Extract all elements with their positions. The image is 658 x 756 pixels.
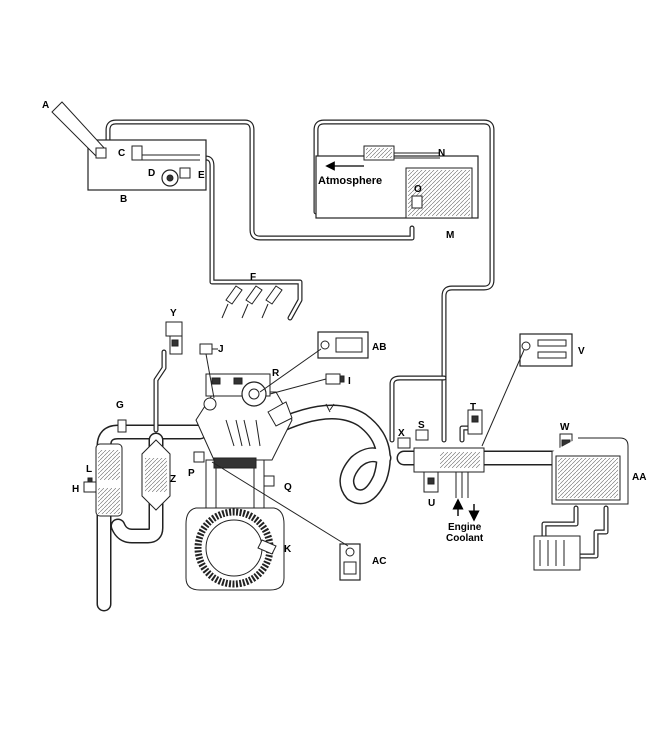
coolant-arrows: [452, 498, 480, 522]
engine-coolant-label-line2: Coolant: [446, 533, 484, 544]
muffler-l: [95, 443, 123, 517]
label-z: Z: [170, 474, 176, 485]
sensor-g: [117, 419, 127, 433]
label-p: P: [188, 468, 195, 479]
label-a: A: [42, 100, 49, 111]
label-d: D: [148, 168, 155, 179]
label-o: O: [414, 184, 422, 195]
catalytic-converter-z: [141, 439, 171, 511]
label-y: Y: [170, 308, 177, 319]
label-x: X: [398, 428, 405, 439]
vapor-line-to-x: [389, 375, 447, 443]
intake-duct: [262, 403, 560, 505]
injectors-f: [221, 285, 283, 319]
label-v: V: [578, 346, 585, 357]
label-f: F: [250, 272, 256, 283]
label-e: E: [198, 170, 205, 181]
label-t: T: [470, 402, 476, 413]
sensor-t: [467, 409, 483, 435]
air-cleaner-aa: [533, 437, 629, 571]
sensor-y: [165, 321, 183, 355]
iac-valve: [413, 447, 485, 498]
vapor-line-canister-to-intake: [195, 155, 303, 321]
fuel-tank-box-m: [315, 145, 479, 219]
label-aa: AA: [632, 472, 646, 483]
label-q: Q: [284, 482, 292, 493]
canister-box-b: [87, 139, 207, 191]
filler-a: [51, 101, 107, 159]
inset-ac: [211, 461, 361, 581]
sensor-s: [415, 429, 429, 441]
label-ab: AB: [372, 342, 386, 353]
atmosphere-label: Atmosphere: [318, 175, 382, 187]
label-u: U: [428, 498, 435, 509]
label-m: M: [446, 230, 454, 241]
label-h: H: [72, 484, 79, 495]
label-s: S: [418, 420, 425, 431]
vapor-line-main: [105, 119, 415, 241]
label-n: N: [438, 148, 445, 159]
sensor-j: [199, 343, 218, 399]
sensor-h: [83, 477, 97, 493]
throttle-body: [267, 401, 293, 427]
engine-block: [185, 373, 293, 591]
label-k: K: [284, 544, 292, 555]
label-g: G: [116, 400, 124, 411]
label-b: B: [120, 194, 127, 205]
inset-v: [481, 333, 573, 447]
label-i: I: [348, 376, 351, 387]
label-r: R: [272, 368, 280, 379]
vapor-line-tank-loop: [313, 119, 495, 443]
label-ac: AC: [372, 556, 386, 567]
label-c: C: [118, 148, 125, 159]
inset-ab: [259, 331, 369, 393]
sensor-x: [397, 437, 411, 449]
sensor-i: [269, 373, 345, 395]
label-j: J: [218, 344, 224, 355]
label-l: L: [86, 464, 92, 475]
engine-coolant-label-line1: Engine: [448, 522, 482, 533]
label-w: W: [560, 422, 570, 433]
